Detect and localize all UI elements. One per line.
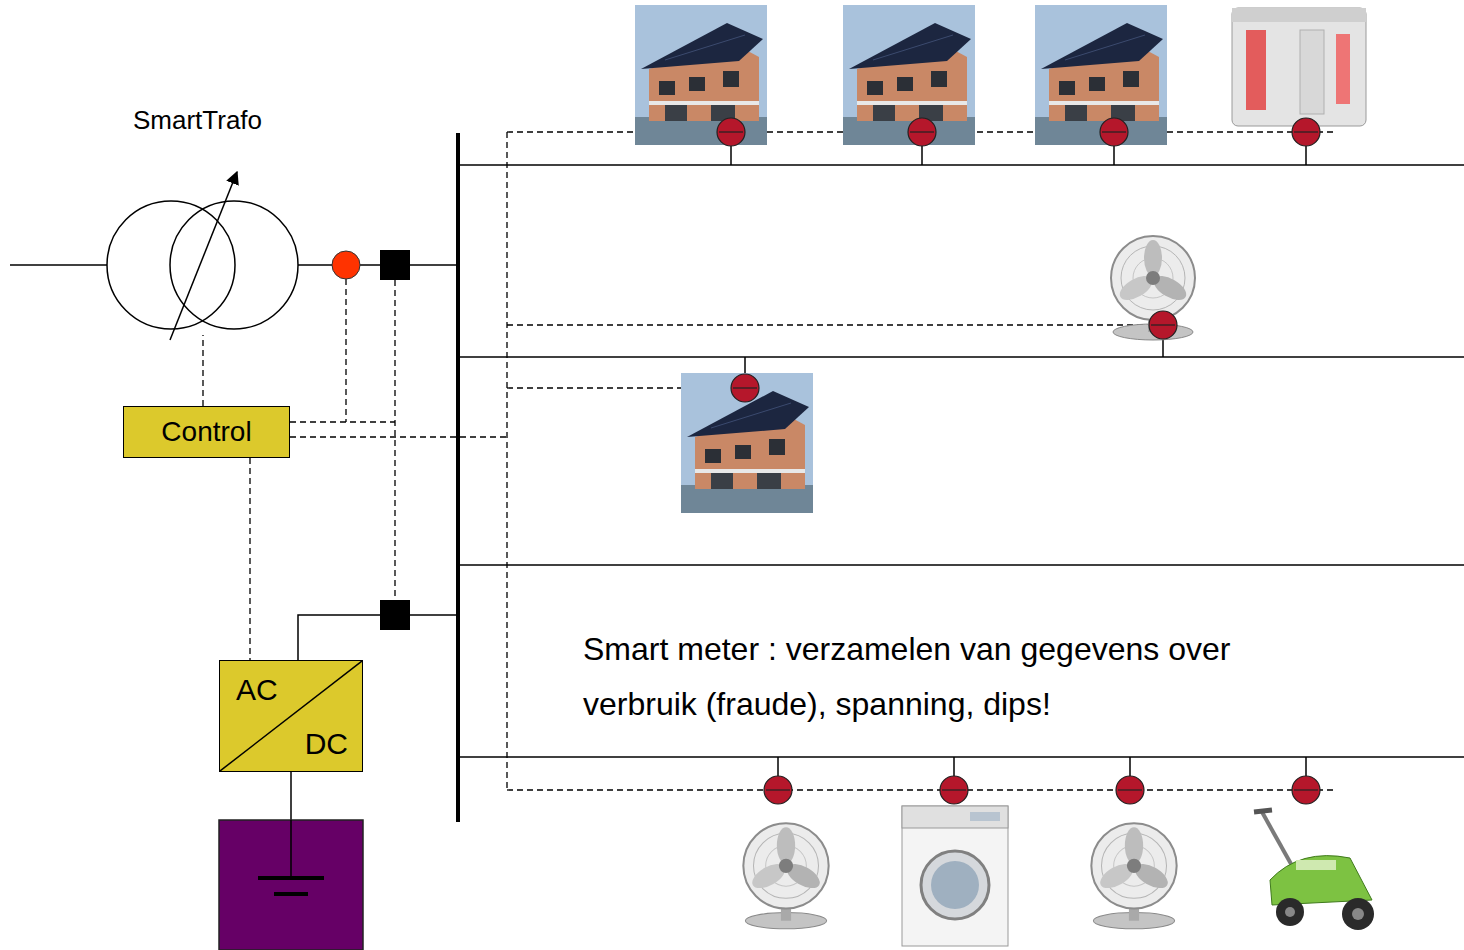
switch-square <box>380 250 410 630</box>
fan-icon <box>1091 823 1176 929</box>
communication-line <box>290 132 1335 790</box>
fan-icon <box>743 823 828 929</box>
battery <box>219 820 363 950</box>
busbar <box>456 133 460 822</box>
converter-diagonal <box>220 661 362 771</box>
control-box: Control <box>123 406 290 458</box>
communication-link <box>202 335 203 406</box>
communication-link <box>249 458 250 660</box>
washing-machine <box>902 806 1008 946</box>
measurement-point <box>332 251 360 279</box>
chp-unit <box>1232 8 1366 126</box>
supply-wire <box>10 265 458 820</box>
node-label: AC <box>236 673 278 707</box>
feeder-line <box>458 165 1464 757</box>
solar-house <box>635 5 767 145</box>
transformer-node: SmartTrafo <box>95 105 300 335</box>
converter-box: AC DC <box>219 660 363 772</box>
node-label: DC <box>305 727 348 761</box>
node-label: Control <box>161 416 251 448</box>
solar-house <box>1035 5 1167 145</box>
node-label: SmartTrafo <box>133 105 262 136</box>
lawn-mower <box>1254 810 1374 930</box>
solar-house <box>681 373 813 513</box>
fan-icon <box>1111 236 1195 340</box>
note-text: Smart meter : verzamelen van gegevens ov… <box>583 622 1303 732</box>
solar-house <box>843 5 975 145</box>
transformer-symbol <box>107 172 298 340</box>
meter-stem <box>731 146 1306 776</box>
